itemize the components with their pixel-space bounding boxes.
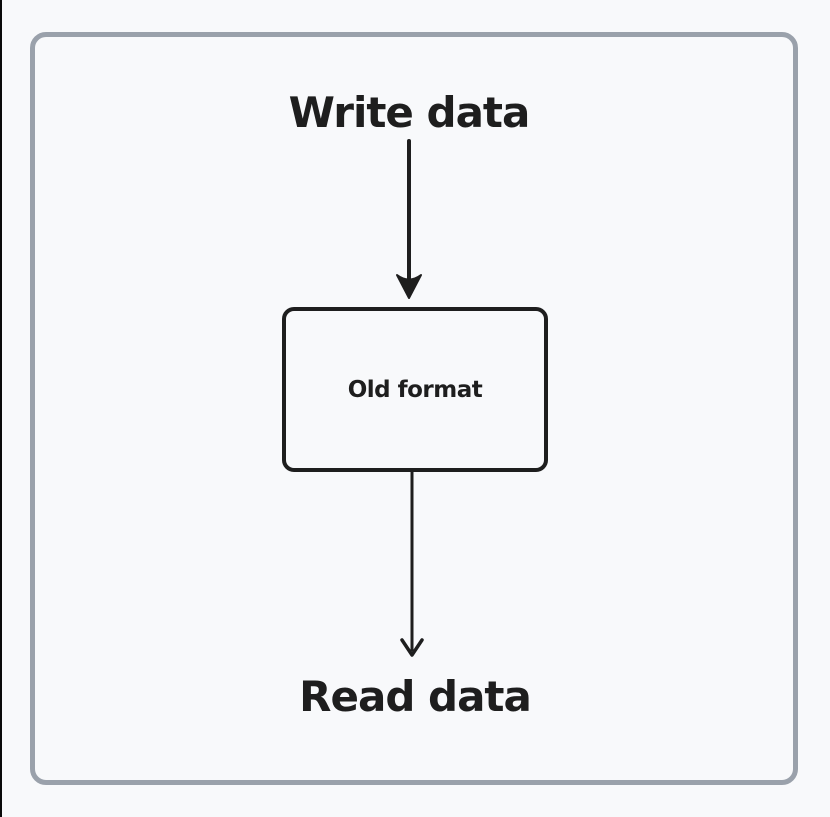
left-edge-bar bbox=[0, 0, 2, 817]
read-data-label: Read data bbox=[299, 672, 532, 721]
old-format-node-label: Old format bbox=[347, 376, 483, 403]
old-format-node: Old format bbox=[282, 307, 548, 472]
diagram-frame bbox=[30, 32, 798, 785]
write-data-label: Write data bbox=[288, 88, 531, 137]
